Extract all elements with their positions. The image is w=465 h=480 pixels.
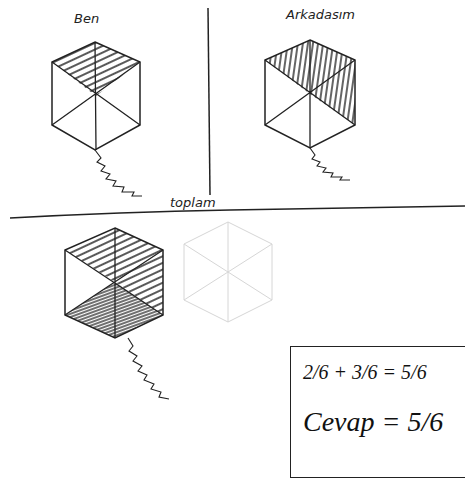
answer-box: 2/6 + 3/6 = 5/6Cevap = 5/6 (290, 346, 465, 478)
hexagon-ben (52, 42, 142, 196)
hexagon-friend (265, 40, 355, 180)
answer-text: Cevap = 5/6 (303, 406, 443, 438)
ghost-hexagon (184, 222, 272, 322)
fraction-sum: 2/6 + 3/6 = 5/6 (303, 361, 427, 384)
handwritten-label: Ben (74, 12, 99, 26)
handwritten-label: toplam (170, 196, 216, 210)
handwritten-label: Arkadasım (286, 8, 355, 22)
hexagon-total (65, 228, 169, 399)
divider-line (208, 8, 210, 195)
divider-line (10, 206, 465, 218)
